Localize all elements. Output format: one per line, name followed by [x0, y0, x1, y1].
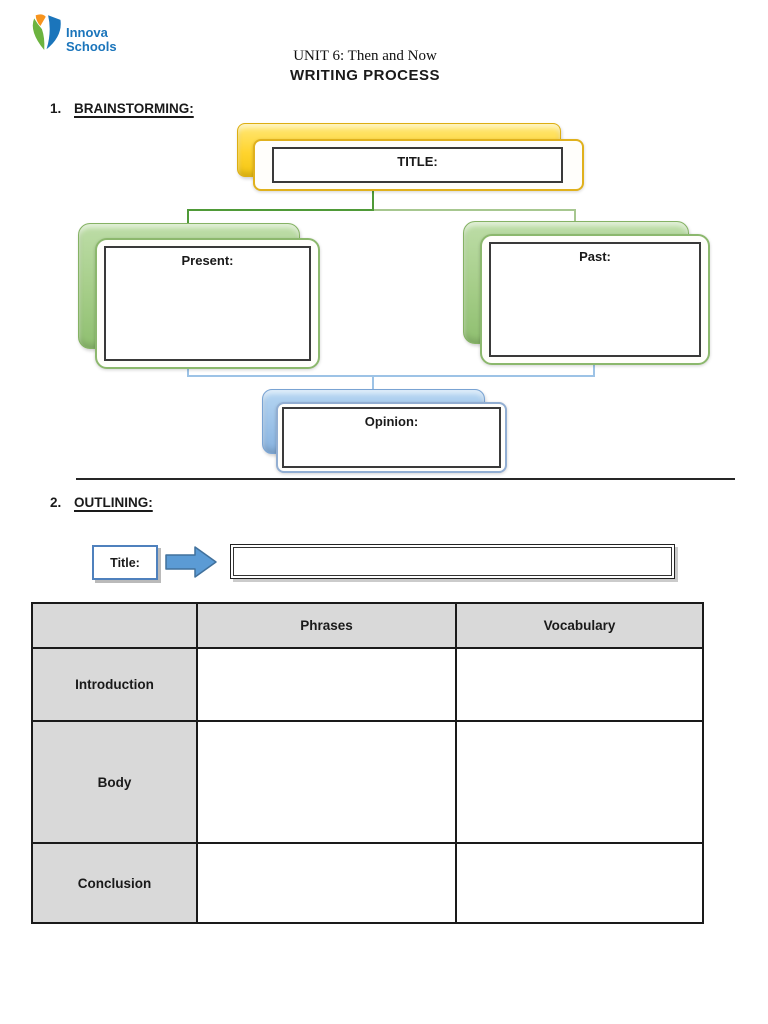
- section-number: 1.: [50, 101, 62, 116]
- table-header-row: Phrases Vocabulary: [31, 602, 704, 649]
- outline-title-input-inner: [233, 547, 672, 576]
- innova-schools-logo: Innova Schools: [28, 12, 208, 58]
- opinion-node-label: Opinion:: [364, 414, 419, 429]
- table-row: Body: [31, 720, 704, 844]
- table-row: Introduction: [31, 647, 704, 722]
- body-vocabulary-cell[interactable]: [455, 720, 704, 844]
- row-label-introduction: Introduction: [31, 647, 198, 722]
- title-input-area[interactable]: TITLE:: [272, 147, 563, 183]
- conclusion-vocabulary-cell[interactable]: [455, 842, 704, 924]
- past-node-label: Past:: [579, 249, 611, 264]
- table-row: Conclusion: [31, 842, 704, 924]
- header-cell-phrases: Phrases: [196, 602, 457, 649]
- body-phrases-cell[interactable]: [196, 720, 457, 844]
- past-node: Past:: [480, 234, 710, 365]
- row-label-conclusion: Conclusion: [31, 842, 198, 924]
- unit-title: UNIT 6: Then and Now: [293, 48, 437, 64]
- header-cell-vocabulary: Vocabulary: [455, 602, 704, 649]
- past-input-area[interactable]: Past:: [489, 242, 701, 357]
- page-title: WRITING PROCESS: [289, 67, 440, 84]
- section-number: 2.: [50, 495, 62, 510]
- conclusion-phrases-cell[interactable]: [196, 842, 457, 924]
- outline-table: Phrases Vocabulary Introduction Body Con…: [31, 602, 704, 924]
- title-node: TITLE:: [253, 139, 584, 191]
- innova-logo-icon: [32, 14, 61, 50]
- outline-title-tag: Title:: [92, 545, 158, 580]
- document-title: UNIT 6: Then and Now WRITING PROCESS: [0, 48, 730, 84]
- section-brainstorming-heading: 1. BRAINSTORMING:: [50, 101, 194, 116]
- section-outlining-heading: 2. OUTLINING:: [50, 495, 153, 510]
- title-node-label: TITLE:: [397, 154, 438, 169]
- opinion-node: Opinion:: [276, 402, 507, 473]
- present-node: Present:: [95, 238, 320, 369]
- logo-text: Innova Schools: [66, 26, 117, 54]
- present-node-label: Present:: [181, 253, 234, 268]
- row-label-body: Body: [31, 720, 198, 844]
- section-label: OUTLINING:: [74, 495, 153, 510]
- introduction-phrases-cell[interactable]: [196, 647, 457, 722]
- opinion-input-area[interactable]: Opinion:: [282, 407, 501, 468]
- logo-line1: Innova: [66, 25, 108, 40]
- header-cell-empty: [31, 602, 198, 649]
- outline-title-input[interactable]: [230, 544, 675, 579]
- introduction-vocabulary-cell[interactable]: [455, 647, 704, 722]
- present-input-area[interactable]: Present:: [104, 246, 311, 361]
- outline-title-label: Title:: [110, 555, 140, 570]
- section-label: BRAINSTORMING:: [74, 101, 194, 116]
- logo-line2: Schools: [66, 39, 117, 54]
- right-arrow-icon: [165, 546, 217, 578]
- section-divider: [76, 478, 735, 480]
